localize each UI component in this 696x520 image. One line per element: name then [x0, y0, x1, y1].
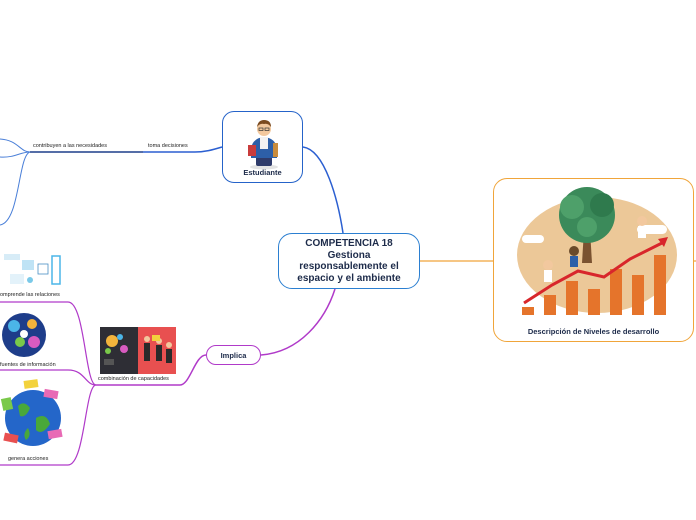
- contribuyen-label[interactable]: contribuyen a las necesidades: [33, 143, 107, 149]
- globe-actions-illustration: [0, 379, 63, 446]
- connector-contribuyen-top: [0, 138, 31, 153]
- growth-chart-illustration: [517, 187, 677, 315]
- fuentes-label[interactable]: fuentes de información: [0, 362, 56, 368]
- comprende-label[interactable]: omprende las relaciones: [0, 292, 60, 298]
- central-title-line4: espacio y el ambiente: [297, 272, 401, 284]
- description-label: Descripción de Niveles de desarrollo: [527, 327, 660, 336]
- connector-fuentes: [0, 369, 97, 386]
- implica-node[interactable]: Implica: [206, 345, 261, 365]
- capacities-illustration: [100, 327, 176, 374]
- information-sources-illustration: [2, 313, 46, 357]
- genera-label[interactable]: genera acciones: [8, 456, 49, 462]
- description-node[interactable]: Descripción de Niveles de desarrollo: [493, 178, 694, 342]
- student-icon: [248, 120, 278, 170]
- central-title-line1: COMPETENCIA 18: [305, 238, 393, 249]
- bar-2: [544, 295, 556, 315]
- connector-central-student: [302, 146, 344, 234]
- connector-student-toma: [143, 146, 223, 153]
- combinacion-label[interactable]: combinación de capacidades: [98, 376, 169, 382]
- bar-1: [522, 307, 534, 315]
- bar-4: [588, 289, 600, 315]
- connector-comprende: [0, 301, 97, 386]
- bar-5: [610, 269, 622, 315]
- implica-label: Implica: [220, 350, 247, 360]
- connector-contribuyen-bottom: [0, 151, 31, 226]
- bar-6: [632, 275, 644, 315]
- trend-arrow: [523, 241, 663, 305]
- central-title-line3: responsablemente el: [299, 261, 399, 272]
- relations-diagram-illustration: [0, 250, 64, 290]
- connector-central-implica: [260, 288, 336, 356]
- student-node[interactable]: Estudiante: [222, 111, 303, 183]
- student-label: Estudiante: [243, 168, 282, 177]
- connector-implica-combinacion: [96, 354, 207, 386]
- toma-decisiones-label[interactable]: toma decisiones: [148, 143, 188, 149]
- central-title-line2: Gestiona: [327, 249, 371, 261]
- connector-contribuyen-mid: [0, 151, 31, 158]
- bar-7: [654, 255, 666, 315]
- bar-3: [566, 281, 578, 315]
- central-topic-node[interactable]: COMPETENCIA 18 Gestiona responsablemente…: [278, 233, 420, 289]
- connector-genera: [0, 384, 97, 466]
